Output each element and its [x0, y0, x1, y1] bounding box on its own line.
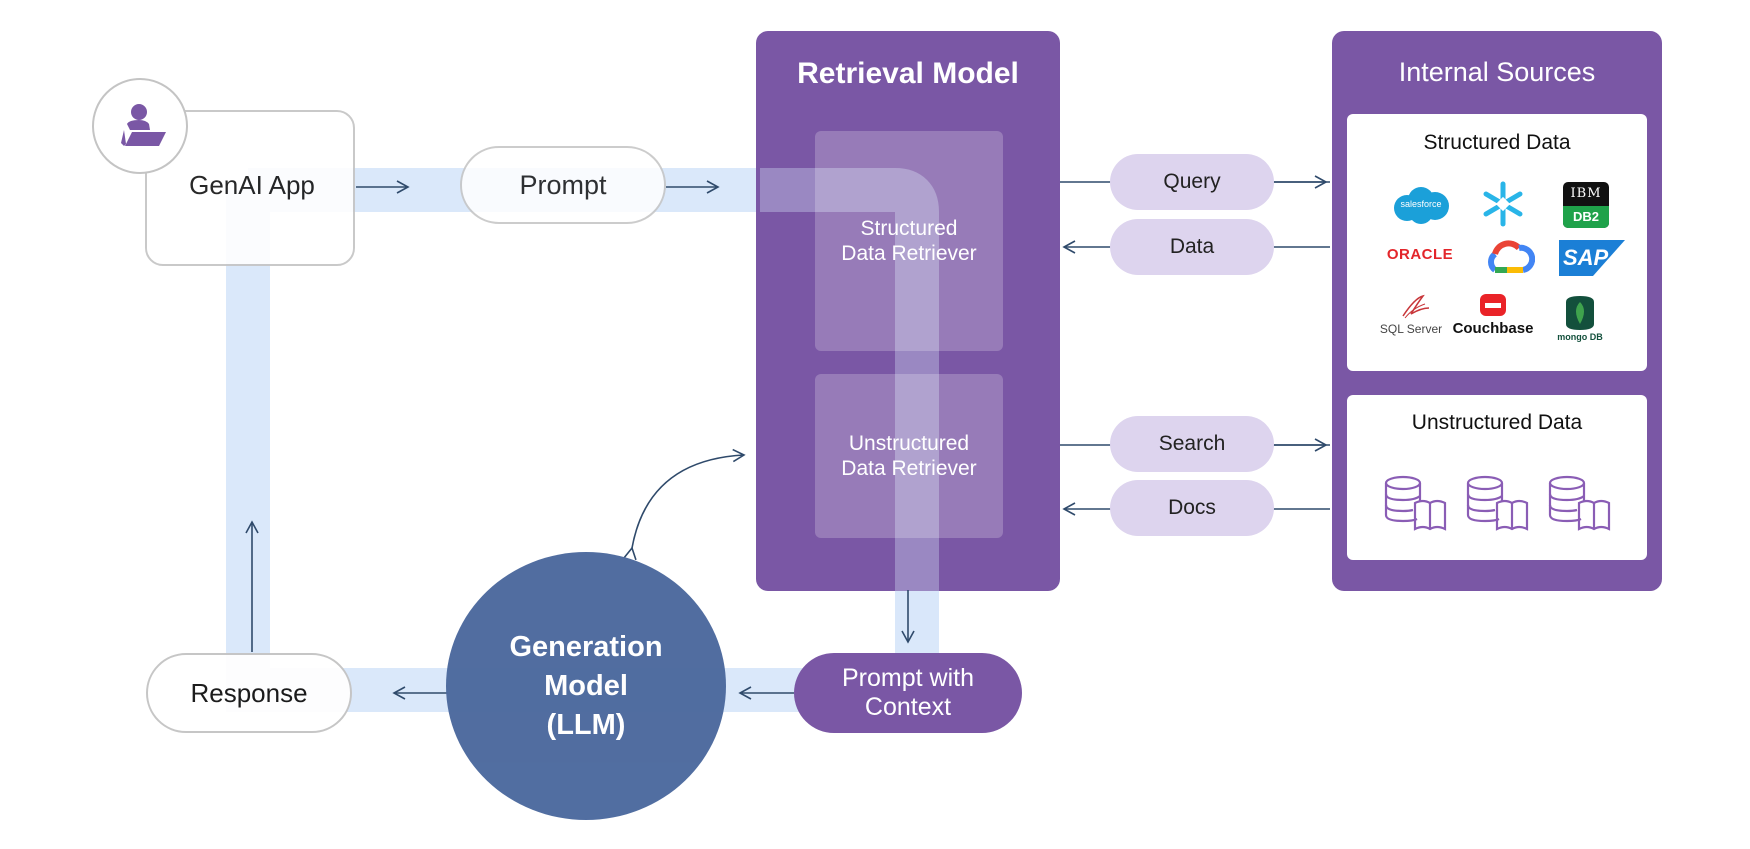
data-label: Data: [1169, 235, 1215, 258]
couchbase-logo: Couchbase: [1451, 294, 1535, 340]
structured-retriever-line1: Structured: [860, 217, 958, 240]
query-pill[interactable]: Query: [1110, 154, 1274, 210]
genai-app-label: GenAI App: [189, 170, 315, 200]
unstructured-retriever-line1: Unstructured: [848, 432, 970, 455]
database-docs-icon: [1466, 475, 1529, 531]
ibm-db2-tile: IBM DB2: [1563, 182, 1609, 228]
prompt-pill[interactable]: Prompt: [460, 146, 666, 224]
database-docs-icon: [1548, 475, 1611, 531]
docs-pill[interactable]: Docs: [1110, 480, 1274, 536]
prompt-with-context-line2: Context: [864, 693, 952, 721]
sql-server-swirl-icon: [1402, 294, 1430, 319]
prompt-with-context-line1: Prompt with: [842, 664, 974, 692]
mongodb-icon: [1566, 296, 1594, 330]
unstructured-data-card: Unstructured Data: [1347, 395, 1647, 560]
query-label: Query: [1163, 170, 1221, 193]
salesforce-text: salesforce: [1400, 199, 1442, 209]
sap-logo: SAP: [1559, 240, 1625, 276]
llm-retrieval-bidirectional-arrow: [623, 448, 746, 561]
sql-server-logo: SQL Server: [1375, 294, 1447, 340]
structured-retriever-line2: Data Retriever: [841, 242, 977, 265]
retrieval-model-title: Retrieval Model: [797, 57, 1019, 90]
data-pill[interactable]: Data: [1110, 219, 1274, 275]
internal-sources-panel: Internal Sources Structured Data salesfo…: [1332, 31, 1662, 591]
database-docs-icon: [1384, 475, 1447, 531]
structured-data-retriever[interactable]: Structured Data Retriever: [815, 131, 1003, 351]
docs-label: Docs: [1168, 496, 1216, 519]
google-cloud-icon: [1488, 240, 1535, 273]
mongodb-logo: mongo DB: [1557, 296, 1603, 350]
structured-data-title: Structured Data: [1423, 131, 1571, 154]
generation-model-line2: Model: [544, 669, 628, 702]
salesforce-logo: salesforce: [1391, 184, 1451, 226]
salesforce-cloud-icon: [1394, 187, 1449, 224]
couchbase-text: Couchbase: [1452, 320, 1534, 337]
user-laptop-icon: [121, 104, 166, 146]
sap-shape-icon: [1559, 240, 1625, 276]
internal-sources-title: Internal Sources: [1398, 57, 1596, 87]
snowflake-icon: [1483, 181, 1523, 227]
response-pill[interactable]: Response: [146, 653, 352, 733]
unstructured-data-retriever[interactable]: Unstructured Data Retriever: [815, 374, 1003, 538]
generation-model-line1: Generation: [509, 630, 663, 663]
unstructured-data-title: Unstructured Data: [1411, 411, 1583, 434]
response-label: Response: [190, 677, 308, 708]
ibm-db2-logo: IBM DB2: [1563, 182, 1609, 228]
unstructured-retriever-line2: Data Retriever: [841, 457, 977, 480]
sap-text: SAP: [1563, 245, 1609, 270]
sql-server-text: SQL Server: [1379, 322, 1443, 336]
generation-model-circle[interactable]: Generation Model (LLM): [446, 552, 726, 820]
user-avatar: [92, 78, 188, 174]
mongodb-text: mongo DB: [1557, 332, 1603, 342]
retrieval-model-panel: Retrieval Model: [756, 31, 1060, 591]
search-label: Search: [1158, 432, 1226, 455]
google-cloud-logo: [1481, 236, 1535, 278]
structured-data-card: Structured Data salesforce: [1347, 114, 1647, 371]
generation-model-line3: (LLM): [546, 708, 626, 741]
snowflake-logo: [1479, 180, 1527, 228]
oracle-logo: ORACLE: [1386, 246, 1454, 263]
couchbase-icon: [1480, 294, 1506, 316]
prompt-with-context-pill[interactable]: Prompt with Context: [794, 653, 1022, 733]
db2-text: DB2: [1572, 209, 1599, 224]
search-pill[interactable]: Search: [1110, 416, 1274, 472]
ibm-db2-green-band: [1563, 206, 1609, 228]
prompt-label: Prompt: [519, 169, 607, 200]
ibm-text: IBM: [1570, 186, 1602, 201]
